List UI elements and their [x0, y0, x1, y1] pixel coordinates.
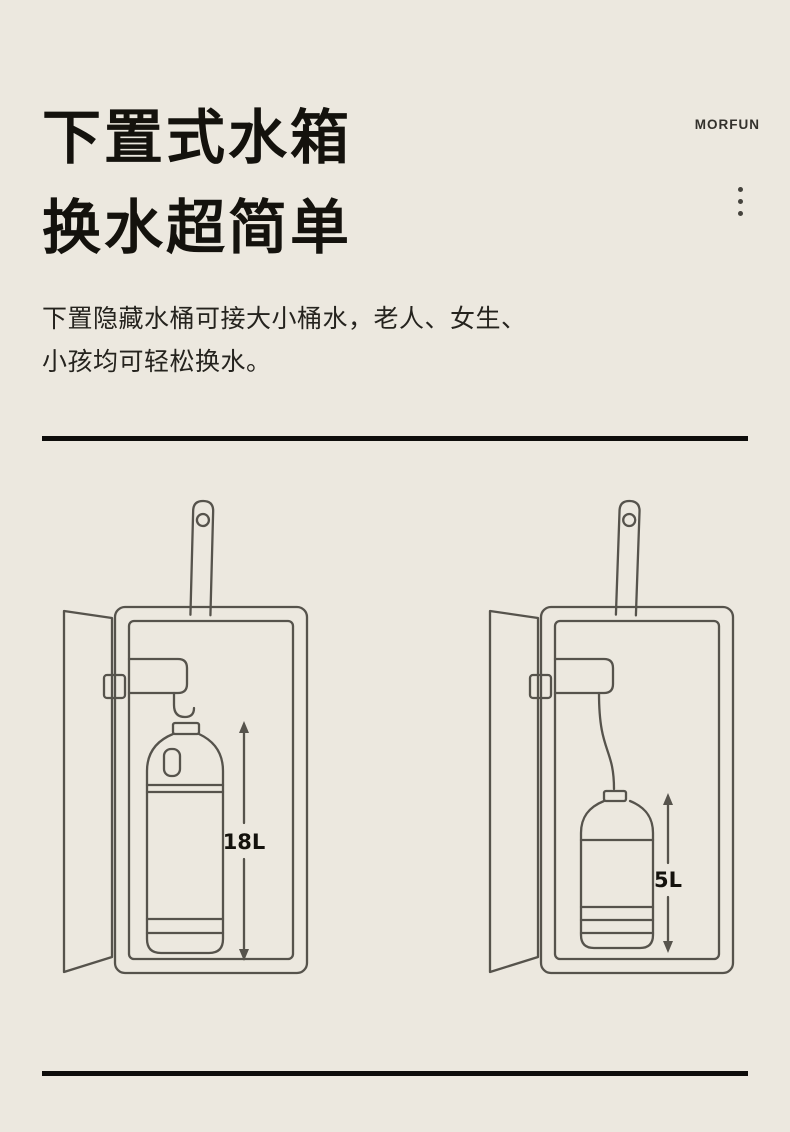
vertical-ellipsis-decoration — [738, 187, 743, 216]
description-line-1: 下置隐藏水桶可接大小桶水，老人、女生、 — [42, 305, 527, 333]
dot-icon — [738, 211, 743, 216]
top-handle — [189, 499, 215, 617]
description-line-2: 小孩均可轻松换水。 — [42, 348, 272, 376]
open-door — [488, 609, 540, 974]
dimension-line-18l — [239, 721, 249, 961]
title-line-1: 下置式水箱 — [42, 105, 353, 171]
feed-tube-hook-icon — [172, 691, 196, 719]
water-bottle-18l — [145, 721, 225, 955]
brand-logo: MORFUN — [694, 117, 760, 132]
feed-tube-icon — [597, 691, 616, 791]
capacity-label-5l: 5L — [654, 868, 682, 892]
top-divider — [42, 436, 748, 441]
description-text: 下置隐藏水桶可接大小桶水，老人、女生、 小孩均可轻松换水。 — [42, 298, 527, 384]
water-inlet-bracket — [553, 657, 615, 695]
water-bottle-5l — [579, 789, 655, 950]
dot-icon — [738, 187, 743, 192]
open-door — [62, 609, 114, 974]
bottom-divider — [42, 1071, 748, 1076]
dispenser-diagram-18l: 18L — [62, 499, 309, 975]
water-inlet-bracket — [127, 657, 189, 695]
cabinet-body — [539, 605, 735, 975]
cabinet-body — [113, 605, 309, 975]
dimension-line-5l — [663, 793, 673, 953]
page-title: 下置式水箱 换水超简单 — [42, 94, 352, 273]
cabinet-inner-frame — [127, 619, 295, 961]
dot-icon — [738, 199, 743, 204]
title-line-2: 换水超简单 — [42, 194, 353, 261]
capacity-label-18l: 18L — [223, 830, 266, 854]
cabinet-inner-frame — [553, 619, 721, 961]
dispenser-diagram-5l: 5L — [488, 499, 735, 975]
top-handle — [614, 499, 641, 617]
